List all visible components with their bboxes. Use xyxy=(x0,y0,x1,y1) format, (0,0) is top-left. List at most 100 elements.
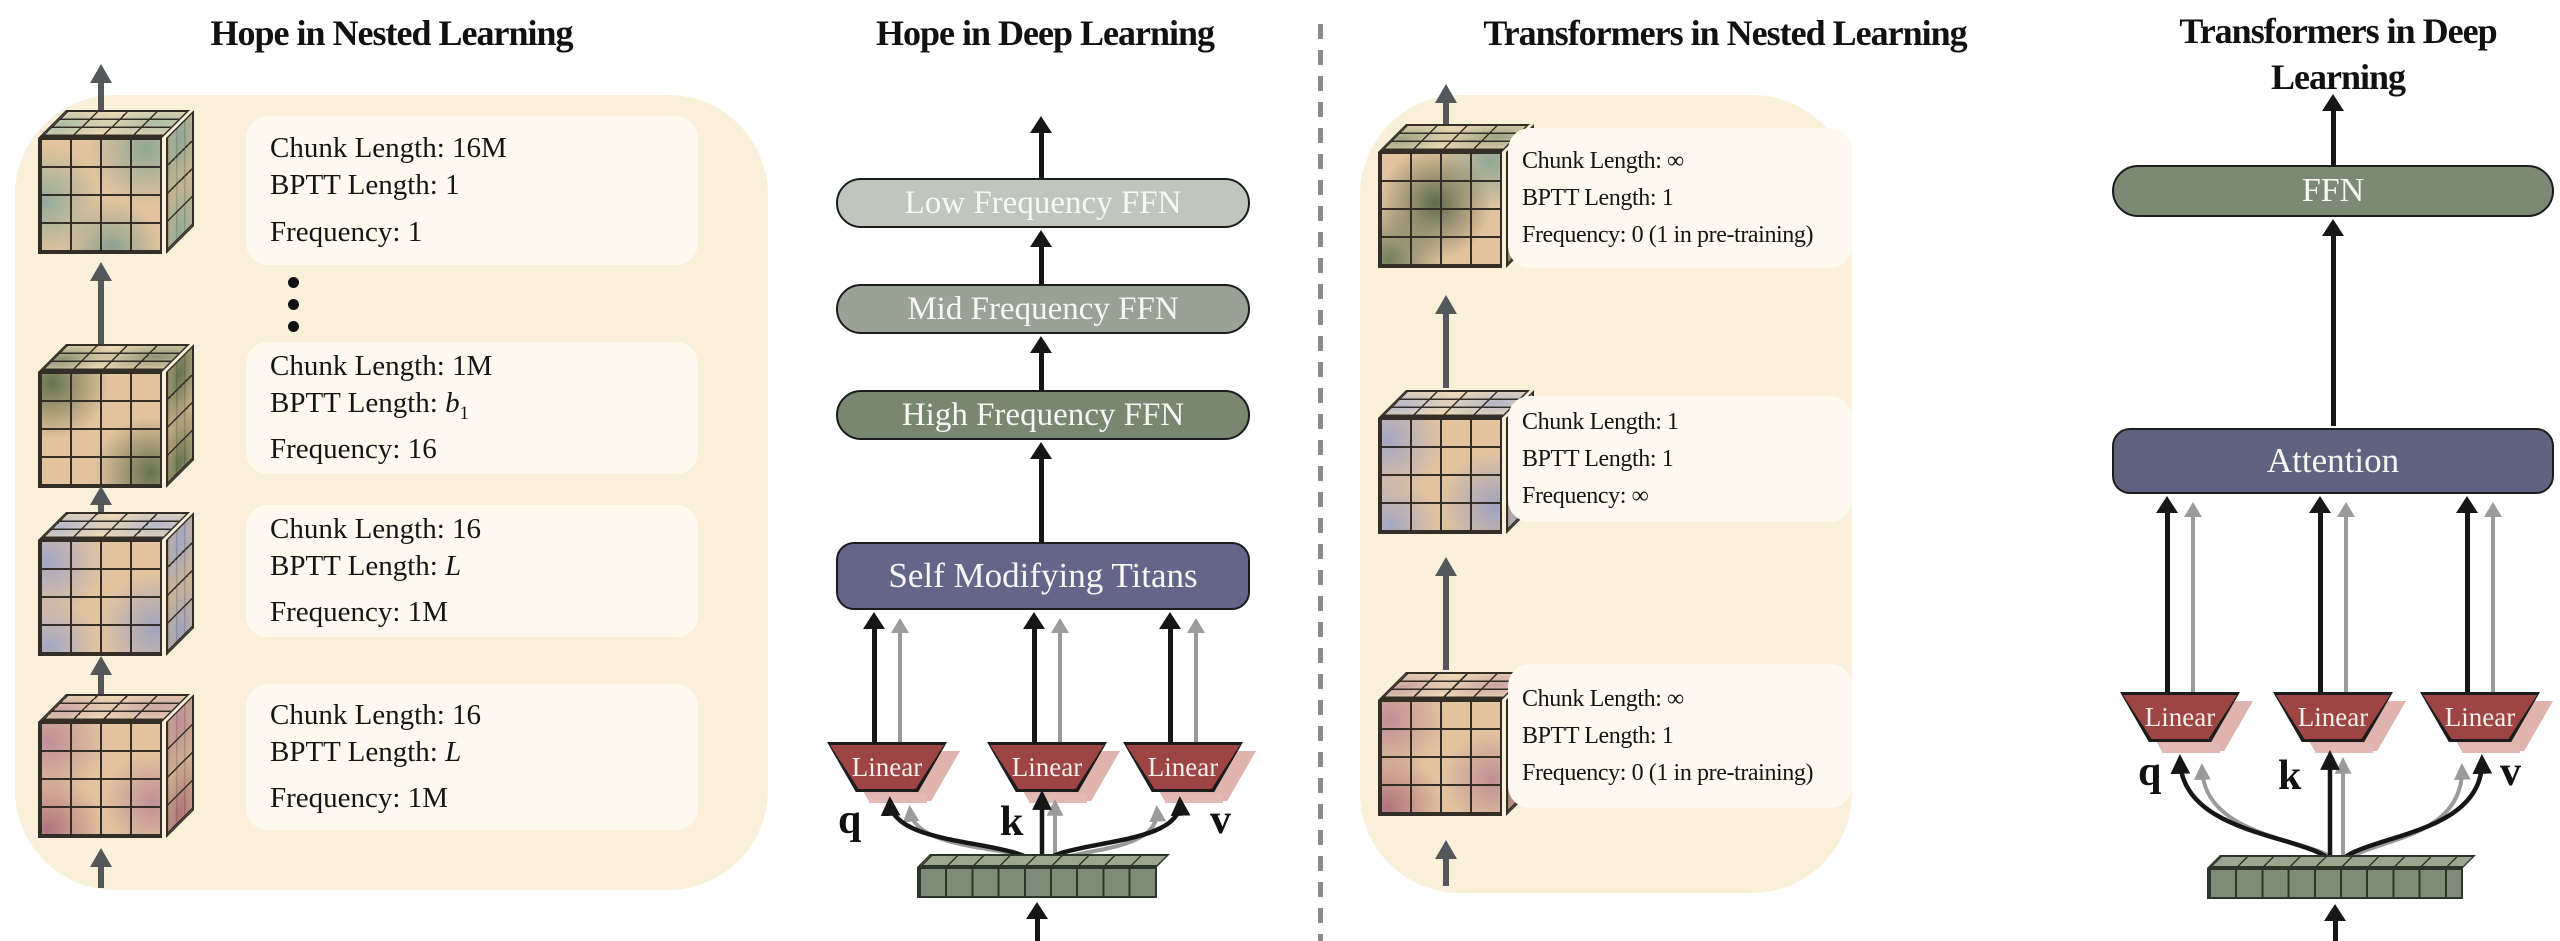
v-label: v xyxy=(2500,749,2521,795)
box-label: Attention xyxy=(2266,441,2400,480)
up-arrow-icon xyxy=(2309,496,2331,692)
info-card: Chunk Length: 1 BPTT Length: 1 Frequency… xyxy=(1508,396,1852,522)
voxel-cube-teal xyxy=(36,110,196,260)
linear-label: Linear xyxy=(851,751,923,782)
voxel-cube-lavender xyxy=(36,512,196,662)
attention-box: Attention xyxy=(2112,428,2554,494)
token-bar-front-face xyxy=(917,867,1157,898)
self-modifying-titans-box: Self Modifying Titans xyxy=(836,542,1250,610)
linear-label: Linear xyxy=(1147,751,1219,782)
box-label: High Frequency FFN xyxy=(901,396,1185,433)
up-arrow-icon xyxy=(889,618,911,742)
up-arrow-icon xyxy=(1030,116,1052,178)
chunk-length-text: Chunk Length: 16M xyxy=(270,132,507,165)
cube-top-face xyxy=(1378,390,1530,418)
linear-tab xyxy=(1165,794,1223,803)
hope-nested-title: Hope in Nested Learning xyxy=(210,13,573,53)
up-arrow-icon xyxy=(1030,230,1052,286)
chunk-length-text: Chunk Length: ∞ xyxy=(1522,685,1684,712)
up-arrow-icon xyxy=(2322,94,2344,165)
vertical-ellipsis-icon xyxy=(288,277,300,343)
info-card: Chunk Length: 1M BPTT Length: b1 Frequen… xyxy=(246,342,698,474)
k-label: k xyxy=(1000,799,1024,845)
linear-label: Linear xyxy=(2144,701,2216,732)
bptt-length-text: BPTT Length: 1 xyxy=(1522,445,1674,472)
info-card: Chunk Length: ∞ BPTT Length: 1 Frequency… xyxy=(1508,664,1852,808)
linear-projection-k: Linear xyxy=(987,742,1123,806)
up-arrow-icon xyxy=(1049,618,1071,742)
up-arrow-icon xyxy=(2324,904,2346,941)
cube-side-face xyxy=(166,344,194,488)
bptt-subscript: 1 xyxy=(459,402,469,424)
dashed-divider xyxy=(1318,24,1323,941)
mid-frequency-ffn-box: Mid Frequency FFN xyxy=(836,284,1250,334)
info-card: Chunk Length: 16 BPTT Length: L Frequenc… xyxy=(246,684,698,830)
ellipsis-dot xyxy=(288,277,299,288)
box-label: Low Frequency FFN xyxy=(904,184,1182,221)
up-arrow-icon xyxy=(2456,496,2478,692)
token-bar-front-face xyxy=(2207,868,2463,899)
chunk-length-text: Chunk Length: 16 xyxy=(270,512,482,545)
token-bar xyxy=(2207,855,2476,899)
up-arrow-icon xyxy=(2182,502,2204,692)
frequency-text: Frequency: 1 xyxy=(270,215,423,248)
info-card: Chunk Length: 16 BPTT Length: L Frequenc… xyxy=(246,505,698,637)
up-arrow-icon xyxy=(90,656,112,696)
voxel-cube-olive-center xyxy=(1376,124,1536,274)
frequency-text: Frequency: 1M xyxy=(270,782,448,815)
linear-projection-q: Linear xyxy=(2120,692,2256,756)
info-card: Chunk Length: 16M BPTT Length: 1 Frequen… xyxy=(246,116,698,265)
linear-projection-v: Linear xyxy=(1123,742,1259,806)
cube-front-face xyxy=(1378,152,1502,268)
voxel-cube-rose xyxy=(1376,672,1536,822)
linear-tab xyxy=(2462,744,2520,753)
linear-projection-k: Linear xyxy=(2273,692,2409,756)
up-arrow-icon xyxy=(1435,840,1457,886)
cube-side-face xyxy=(166,512,194,656)
ellipsis-dot xyxy=(288,299,299,310)
bptt-text: BPTT Length: xyxy=(270,735,446,768)
up-arrow-icon xyxy=(1435,295,1457,388)
chunk-length-text: Chunk Length: 1 xyxy=(1522,408,1679,435)
cube-front-face xyxy=(1378,418,1502,534)
low-frequency-ffn-box: Low Frequency FFN xyxy=(836,178,1250,228)
info-card: Chunk Length: ∞ BPTT Length: 1 Frequency… xyxy=(1508,128,1852,268)
up-arrow-icon xyxy=(90,848,112,888)
up-arrow-icon xyxy=(863,612,885,742)
up-arrow-icon xyxy=(2482,502,2504,692)
up-arrow-icon xyxy=(1435,557,1457,670)
frequency-text: Frequency: 16 xyxy=(270,433,437,466)
bptt-length-text: BPTT Length: L xyxy=(270,548,698,595)
linear-projection-q: Linear xyxy=(827,742,963,806)
cube-front-face xyxy=(38,138,162,254)
token-bar xyxy=(917,854,1177,898)
bptt-value: L xyxy=(445,549,462,582)
linear-tab xyxy=(2162,744,2220,753)
qkv-fan-graphic xyxy=(2170,750,2493,869)
up-arrow-icon xyxy=(90,486,112,516)
voxel-cube-rose xyxy=(36,694,196,844)
voxel-cube-lavender xyxy=(1376,390,1536,540)
bptt-length-text: BPTT Length: L xyxy=(270,734,698,781)
up-arrow-icon xyxy=(2335,502,2357,692)
bptt-length-text: BPTT Length: 1 xyxy=(1522,722,1674,749)
bptt-length-text: BPTT Length: 1 xyxy=(1522,184,1674,211)
bptt-length-text: BPTT Length: b1 xyxy=(270,385,698,432)
cube-front-face xyxy=(38,372,162,488)
v-label: v xyxy=(1210,797,1231,843)
up-arrow-icon xyxy=(1185,618,1207,742)
linear-tab xyxy=(1029,794,1087,803)
cube-side-face xyxy=(166,694,194,838)
linear-label: Linear xyxy=(2297,701,2369,732)
cube-top-face xyxy=(38,110,190,138)
q-label: q xyxy=(2138,749,2162,795)
token-bar-top-face xyxy=(917,854,1170,867)
q-label: q xyxy=(838,797,862,843)
frequency-text: Frequency: 0 (1 in pre-training) xyxy=(1522,221,1814,248)
up-arrow-icon xyxy=(90,262,112,346)
box-label: Mid Frequency FFN xyxy=(907,290,1179,327)
frequency-text: Frequency: 0 (1 in pre-training) xyxy=(1522,759,1814,786)
linear-label: Linear xyxy=(1011,751,1083,782)
transformers-deep-title: Transformers in Deep Learning xyxy=(2179,11,2497,97)
